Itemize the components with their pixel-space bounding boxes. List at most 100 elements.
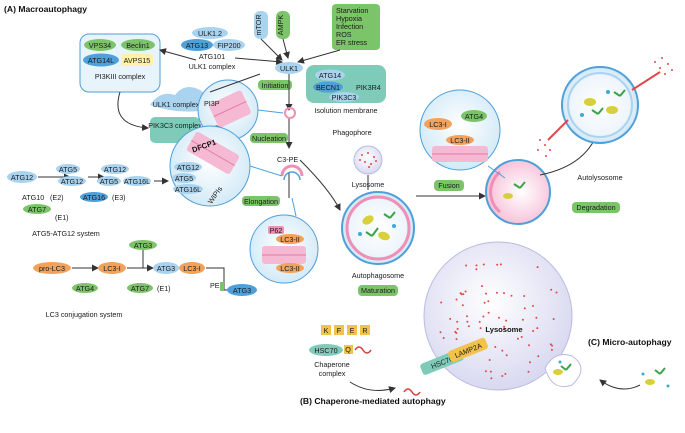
e3-label: (E3) bbox=[112, 193, 126, 202]
ampk-regulator: AMPK bbox=[276, 11, 290, 39]
pi3p-label: PI3P bbox=[204, 99, 220, 108]
ulk1-label: ULK1 bbox=[280, 64, 298, 73]
ulk12-label: ULK1.2 bbox=[198, 29, 222, 38]
atg14-label: ATG14 bbox=[319, 71, 341, 80]
atg5-right-label: ATG5 bbox=[100, 177, 118, 186]
vps34-label: VPS34 bbox=[89, 41, 111, 50]
lysosome-big-label: Lysosome bbox=[485, 325, 522, 334]
section-title-chaperone-autophagy: (B) Chaperone-mediated autophagy bbox=[300, 396, 446, 406]
atg7-lc3-label: ATG7 bbox=[131, 284, 149, 293]
initiation-badge bbox=[258, 80, 292, 90]
section-title-macroautophagy: (A) Macroautophagy bbox=[4, 4, 87, 14]
fused-vesicle bbox=[485, 159, 551, 225]
lc3-conjugation-system: ATG3 pro-LC3 LC3-I ATG3 LC3-I ATG4 ATG7 … bbox=[33, 240, 257, 319]
ulk1-complex-recruit-label: ULK1 complex bbox=[153, 100, 200, 109]
motif-k: K bbox=[324, 326, 329, 335]
atg12-mid-label: ATG12 bbox=[61, 177, 83, 186]
phagophore-label: Phagophore bbox=[332, 128, 371, 137]
e1-label: (E1) bbox=[55, 213, 69, 222]
stress-item: Infection bbox=[336, 22, 363, 31]
autolysosome-label: Autolysosome bbox=[577, 173, 622, 182]
e2-label: (E2) bbox=[50, 193, 64, 202]
pro-lc3-label: pro-LC3 bbox=[39, 264, 65, 273]
kfer-motif: K F E R bbox=[321, 325, 370, 335]
avps15-label: AVPS15 bbox=[124, 56, 151, 65]
fusion-badge bbox=[434, 180, 464, 191]
atg3-top-label: ATG3 bbox=[134, 241, 152, 250]
mtor-label: mTOR bbox=[254, 14, 263, 35]
becn1-label: BECN1 bbox=[316, 83, 340, 92]
maturation-label: Maturation bbox=[361, 286, 395, 295]
elong-atg5-label: ATG5 bbox=[175, 174, 193, 183]
stress-item: Starvation bbox=[336, 6, 368, 15]
nucleation-label: Nucleation bbox=[252, 134, 286, 143]
pik3r4-label: PIK3R4 bbox=[356, 83, 381, 92]
pik3c3-label: PIK3C3 bbox=[332, 93, 357, 102]
autophagosome-label: Autophagosome bbox=[352, 271, 404, 280]
atg-system-title: ATG5-ATG12 system bbox=[32, 229, 100, 238]
atg14l-label: ATG14L bbox=[88, 56, 114, 65]
initiation-label: Initiation bbox=[262, 81, 289, 90]
atg16-label: ATG16 bbox=[83, 193, 105, 202]
isolation-membrane-box: ATG14 BECN1 PIK3R4 PIK3C3 Isolution memb… bbox=[306, 65, 386, 115]
hsc70-label: HSC70 bbox=[314, 346, 337, 355]
lysosome-small-dots bbox=[359, 152, 377, 168]
ulk1-complex-cloud bbox=[150, 86, 207, 112]
e1-lc3-label: (E1) bbox=[157, 284, 171, 293]
atg4-label: ATG4 bbox=[76, 284, 94, 293]
ulk1-node bbox=[275, 62, 303, 74]
chaperone-caption-1: Chaperone bbox=[314, 360, 350, 369]
stress-item: Hypoxia bbox=[336, 14, 362, 23]
c3pe-label: C3-PE bbox=[277, 155, 298, 164]
maturation-badge bbox=[358, 285, 398, 296]
atg101-label: ATG101 bbox=[199, 52, 225, 61]
ulk1-complex-group: ULK1.2 ATG13 FIP200 ATG101 ULK1 complex bbox=[181, 27, 245, 71]
atg4-lc3ii-label: LC3-II bbox=[450, 136, 470, 145]
motif-f: F bbox=[337, 326, 342, 335]
autolysosome bbox=[561, 66, 639, 144]
pik3c3-complex-label1: PIK3C3 complex bbox=[148, 121, 202, 130]
phagophore-cup bbox=[280, 164, 304, 177]
stress-item: ROS bbox=[336, 30, 352, 39]
atg12-start-label: ATG12 bbox=[11, 173, 33, 182]
atg12-right-label: ATG12 bbox=[104, 165, 126, 174]
pi3p-membrane bbox=[209, 90, 251, 128]
elongation-label: Elongation bbox=[244, 197, 278, 206]
lc3-system-title: LC3 conjugation system bbox=[46, 310, 123, 319]
atg5-atg12-system: ATG12 ATG5 ATG12 ATG12 ATG5 ATG16L ATG10… bbox=[7, 164, 169, 238]
atg16l-right-label: ATG16L bbox=[124, 177, 150, 186]
iso-membrane-title: Isolution membrane bbox=[314, 106, 377, 115]
atg3-out-label: ATG3 bbox=[233, 286, 251, 295]
pi3k-complex-box: VPS34 Beclin1 ATG14L AVPS15 PI3KIII comp… bbox=[79, 33, 161, 93]
lc3i-label: LC3-I bbox=[103, 264, 121, 273]
elong-atg16l-label: ATG16L bbox=[175, 185, 201, 194]
stress-box: Starvation Hypoxia Infection ROS ER stre… bbox=[332, 4, 380, 50]
autolysosome-dots bbox=[537, 57, 673, 157]
atg7-label: ATG7 bbox=[28, 205, 46, 214]
degradation-badge bbox=[572, 202, 620, 213]
section-title-micro-autophagy: (C) Micro-autophagy bbox=[588, 337, 672, 347]
atg3-mid-label: ATG3 bbox=[157, 264, 175, 273]
atg4-bubble-atg4-label: ATG4 bbox=[465, 112, 483, 121]
lysosome-big-dots bbox=[439, 263, 558, 380]
elong-atg12-label: ATG12 bbox=[177, 163, 199, 172]
bubble-lc3ii-top: LC3-II bbox=[280, 235, 300, 244]
lc3i-mid-label: LC3-I bbox=[183, 264, 201, 273]
stress-item: ER stress bbox=[336, 38, 368, 47]
motif-r: R bbox=[362, 326, 367, 335]
ampk-label: AMPK bbox=[276, 15, 285, 36]
lysosome-small bbox=[353, 145, 383, 175]
atg10-label: ATG10 bbox=[22, 193, 44, 202]
elongation-membrane bbox=[186, 132, 240, 174]
bubble-lc3ii-bottom: LC3-II bbox=[280, 264, 300, 273]
atg13-label: ATG13 bbox=[186, 41, 208, 50]
elongation-badge bbox=[242, 196, 280, 206]
p62-label: P62 bbox=[270, 226, 283, 235]
motif-e: E bbox=[350, 326, 355, 335]
fusion-label: Fusion bbox=[438, 181, 460, 190]
atg4-lc3i-label: LC3-I bbox=[429, 120, 447, 129]
fip200-label: FIP200 bbox=[217, 41, 240, 50]
degradation-label: Degradation bbox=[576, 203, 615, 212]
nucleation-seed bbox=[284, 107, 296, 119]
